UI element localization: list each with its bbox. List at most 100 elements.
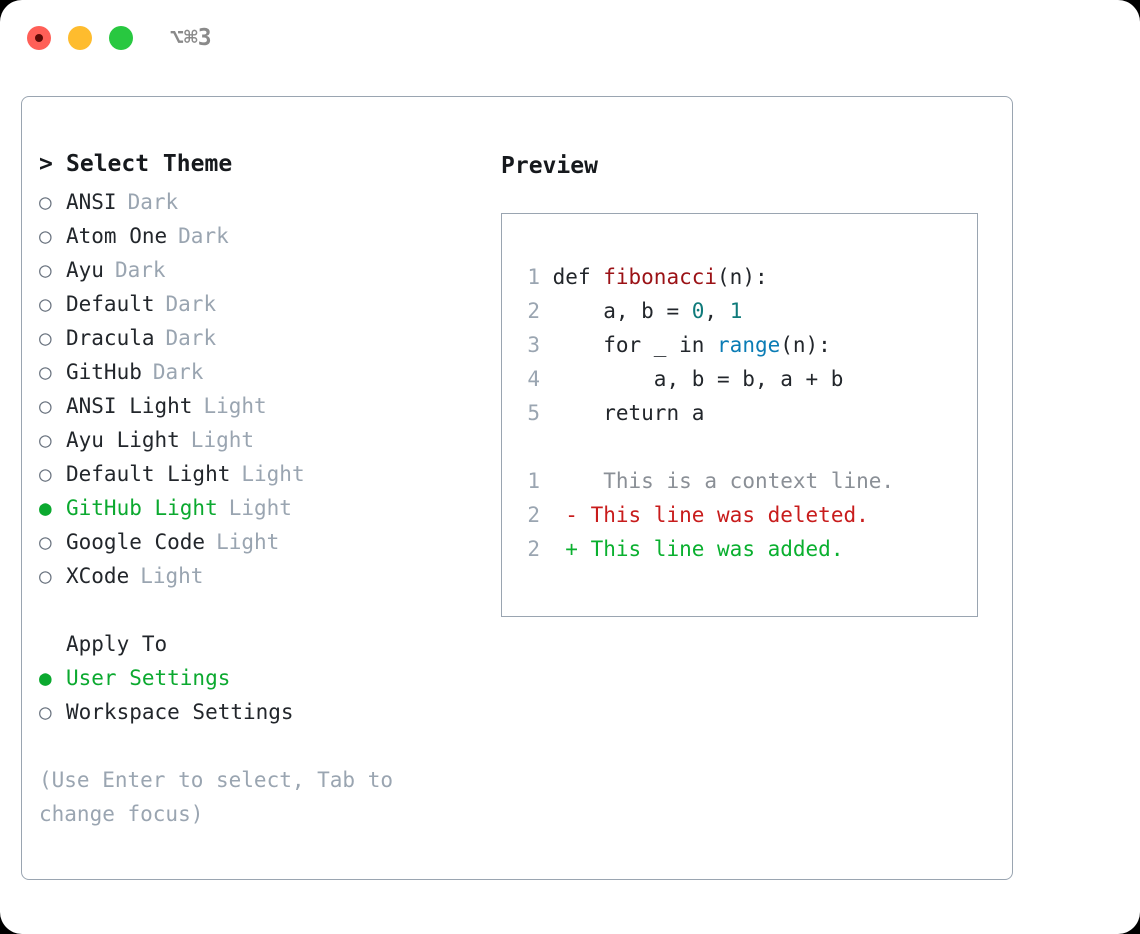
apply-to-option-label: Workspace Settings [66,700,294,724]
line-number: 1 [527,469,540,493]
theme-variant-badge: Light [203,394,267,418]
theme-variant-badge: Light [228,496,292,520]
zoom-button-icon[interactable] [109,26,133,50]
theme-variant-badge: Dark [178,224,229,248]
close-button-icon[interactable] [27,26,51,50]
theme-list-item[interactable]: ○ XCode Light [39,559,479,593]
theme-name: Google Code [66,530,206,554]
radio-empty-icon[interactable]: ○ [39,394,52,418]
line-number: 4 [527,367,540,391]
code-diff-spacer [516,430,894,464]
theme-variant-badge: Light [241,462,305,486]
code-line: 4 a, b = b, a + b [516,362,894,396]
theme-variant-badge: Light [216,530,280,554]
code-token: a, b = [552,299,692,323]
diff-text: This line was added. [577,537,844,561]
code-line: 3 for _ in range(n): [516,328,894,362]
radio-selected-icon[interactable]: ● [39,496,52,520]
line-number: 5 [527,401,540,425]
theme-list-item[interactable]: ○ Dracula Dark [39,321,479,355]
theme-name: Ayu [66,258,104,282]
code-token: (n): [780,333,831,357]
code-token: 1 [729,299,743,323]
caret-icon: > [39,151,53,177]
theme-name: ANSI [66,190,117,214]
apply-to-option[interactable]: ● User Settings [39,661,479,695]
radio-empty-icon[interactable]: ○ [39,326,52,350]
diff-line: 2 + This line was added. [516,532,894,566]
code-token: fibonacci [603,265,718,289]
theme-list-item[interactable]: ○ Google Code Light [39,525,479,559]
theme-list-item[interactable]: ○ Atom One Dark [39,219,479,253]
radio-empty-icon[interactable]: ○ [39,428,52,452]
code-token: range [717,333,781,357]
preview-column: Preview 1 def fibonacci(n):2 a, b = 0, 1… [501,151,991,617]
code-token: (n): [717,265,768,289]
radio-empty-icon[interactable]: ○ [39,360,52,384]
diff-line: 1 This is a context line. [516,464,894,498]
code-line: 1 def fibonacci(n): [516,260,894,294]
theme-variant-badge: Light [190,428,255,452]
code-token: def [552,265,604,289]
code-token: 0 [691,299,705,323]
code-line: 5 return a [516,396,894,430]
theme-name: XCode [66,564,130,588]
line-number: 1 [527,265,540,289]
line-number: 3 [527,333,540,357]
apply-to-list: ● User Settings ○ Workspace Settings [39,661,479,729]
traffic-lights [27,26,133,50]
theme-name: Dracula [66,326,155,350]
theme-list-item[interactable]: ● GitHub Light Light [39,491,479,525]
code-token: for _ in [552,333,718,357]
theme-name: Ayu Light [66,428,180,452]
radio-empty-icon[interactable]: ○ [39,190,52,214]
theme-variant-badge: Dark [127,190,179,214]
code-line: 2 a, b = 0, 1 [516,294,894,328]
title-bar: ⌥⌘3 [0,0,1140,78]
radio-empty-icon[interactable]: ○ [39,292,52,316]
theme-list-item[interactable]: ○ Default Dark [39,287,479,321]
diff-marker: - [565,503,578,527]
diff-text: This is a context line. [577,469,895,493]
theme-name: GitHub [66,360,142,384]
apply-to-option-label: User Settings [66,666,231,690]
theme-variant-badge: Dark [152,360,204,384]
code-token: a, b = b, a + b [552,367,844,391]
radio-empty-icon[interactable]: ○ [39,258,52,282]
line-number: 2 [527,299,540,323]
theme-variant-badge: Dark [165,326,217,350]
theme-name: Default [66,292,155,316]
apply-to-option[interactable]: ○ Workspace Settings [39,695,479,729]
theme-list-item[interactable]: ○ Default Light Light [39,457,479,491]
diff-line: 2 - This line was deleted. [516,498,894,532]
theme-list-item[interactable]: ○ ANSI Dark [39,185,479,219]
theme-name: GitHub Light [66,496,218,520]
theme-name: Atom One [66,224,168,248]
preview-title: Preview [501,153,598,179]
theme-variant-badge: Dark [165,292,217,316]
theme-variant-badge: Light [140,564,204,588]
radio-empty-icon[interactable]: ○ [39,462,52,486]
theme-list-item[interactable]: ○ Ayu Light Light [39,423,479,457]
line-number: 2 [527,503,540,527]
theme-list-item[interactable]: ○ GitHub Dark [39,355,479,389]
page-title: Select Theme [66,151,233,177]
theme-name: Default Light [66,462,231,486]
diff-marker [565,469,578,493]
radio-empty-icon[interactable]: ○ [39,700,52,724]
radio-empty-icon[interactable]: ○ [39,564,52,588]
theme-picker-header: > Select Theme [39,151,479,185]
window-shortcut-label: ⌥⌘3 [170,25,212,51]
code-token: , [704,299,730,323]
radio-empty-icon[interactable]: ○ [39,224,52,248]
line-number: 2 [527,537,540,561]
radio-empty-icon[interactable]: ○ [39,530,52,554]
code-token: return a [552,401,705,425]
radio-selected-icon[interactable]: ● [39,666,52,690]
minimize-button-icon[interactable] [68,26,92,50]
